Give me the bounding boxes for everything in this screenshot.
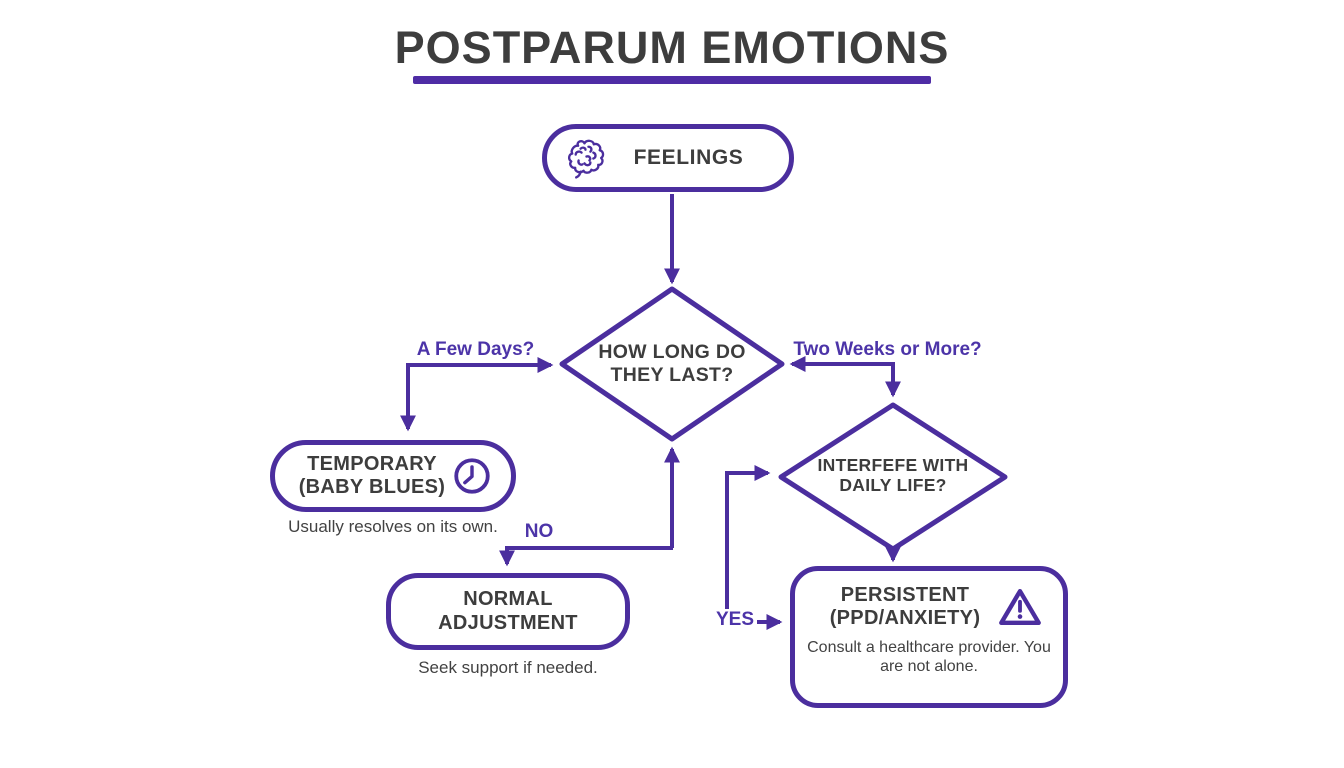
node-feelings: FEELINGS xyxy=(542,124,794,192)
node-duration-question-label: HOW LONG DO THEY LAST? xyxy=(598,341,746,386)
decision-diamond-duration xyxy=(559,286,785,442)
node-persistent-caption: Consult a healthcare provider. You are n… xyxy=(807,638,1051,676)
node-persistent-label: PERSISTENT (PPD/ANXIETY) xyxy=(829,584,981,630)
node-feelings-label: FEELINGS xyxy=(633,145,744,169)
edge-label-few-days: A Few Days? xyxy=(416,339,535,360)
edge-label-yes: YES xyxy=(715,609,755,630)
node-normal-adjustment-label: NORMAL ADJUSTMENT xyxy=(438,588,578,634)
brain-icon xyxy=(568,139,605,179)
node-temporary-caption: Usually resolves on its own. xyxy=(288,517,498,536)
decision-diamond-interfere xyxy=(778,402,1008,552)
node-temporary-label: TEMPORARY (BABY BLUES) xyxy=(298,452,446,498)
node-normal-adjustment: NORMAL ADJUSTMENT xyxy=(386,573,630,650)
node-normal-adjustment-caption: Seek support if needed. xyxy=(418,658,598,677)
node-persistent-header: PERSISTENT (PPD/ANXIETY) xyxy=(795,584,1063,631)
edge-label-two-weeks: Two Weeks or More? xyxy=(793,339,982,360)
clock-icon xyxy=(454,458,490,494)
node-interfere-question-label: INTERFEFE WITH DAILY LIFE? xyxy=(817,455,969,496)
edge-no-to-normal xyxy=(499,546,673,567)
edge-label-no: NO xyxy=(524,521,554,542)
edge-yes-up-to-interfere xyxy=(725,465,771,609)
node-persistent: PERSISTENT (PPD/ANXIETY) Consult a healt… xyxy=(790,566,1068,708)
page-title: POSTPARUM EMOTIONS xyxy=(394,22,950,73)
warning-icon xyxy=(999,589,1041,626)
title-underline xyxy=(413,76,931,84)
node-temporary: TEMPORARY (BABY BLUES) xyxy=(270,440,516,512)
